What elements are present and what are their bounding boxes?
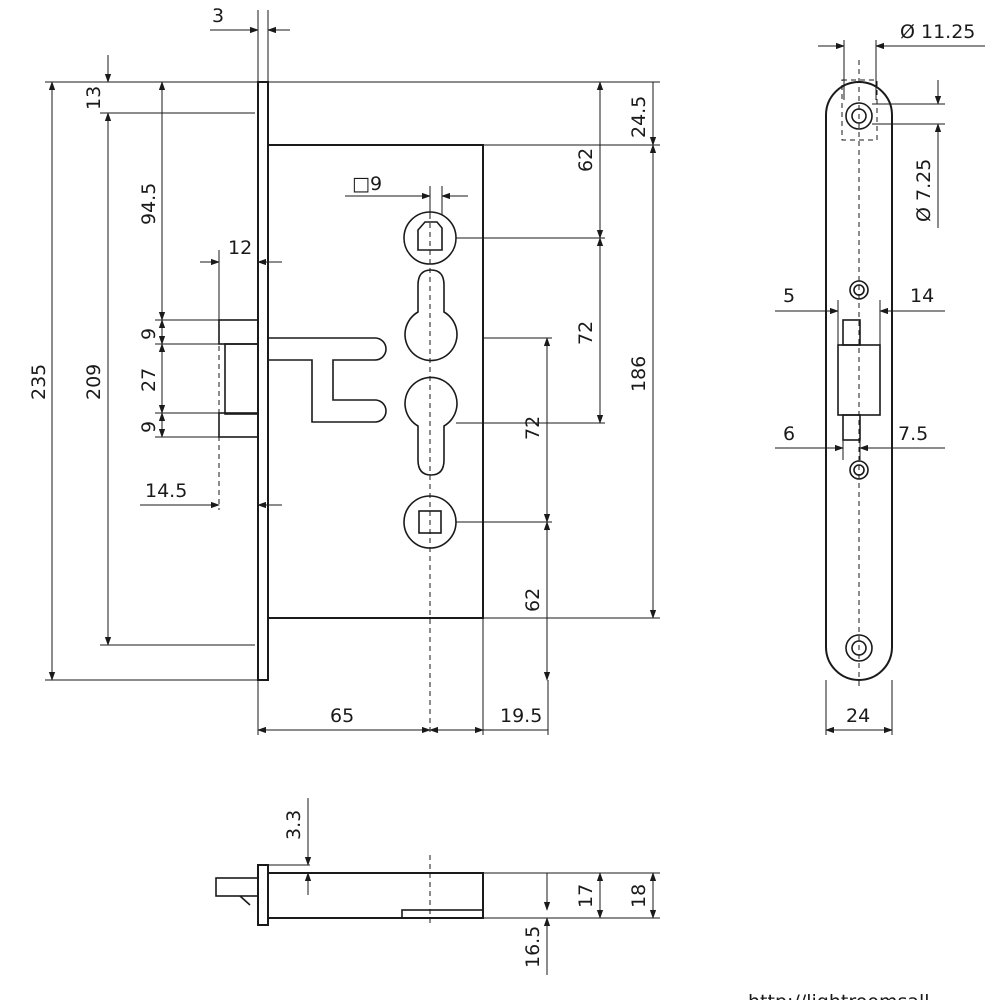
dim-spindle-square: □9: [352, 173, 382, 195]
bottom-faceplate: [257, 864, 269, 926]
screw-hole-top-inner: [851, 108, 867, 124]
dim-case-top-to-follower: 62: [575, 148, 597, 172]
screw-hole-lower-small: [849, 460, 869, 480]
dim-deadbolt-height: 9: [138, 421, 160, 433]
dim-strike-right-offset: 14: [910, 285, 934, 307]
dim-strike-left-offset: 5: [783, 285, 795, 307]
screw-hole-upper-small: [849, 280, 869, 300]
dim-countersink-diameter: Ø 7.25: [913, 159, 935, 222]
dim-screw-hole-diameter: Ø 11.25: [900, 21, 975, 43]
dim-case-offset-right: 19.5: [500, 705, 542, 727]
bottom-bolt: [215, 877, 259, 897]
latch-opening-upper: [842, 319, 861, 346]
screw-hole-bottom: [845, 634, 873, 662]
screw-hole-bottom-inner: [851, 640, 867, 656]
dim-top-offset: 13: [83, 86, 105, 110]
dim-strike-plate-width: 24: [846, 705, 870, 727]
dim-faceplate-thickness: 3: [212, 5, 224, 27]
dim-top-to-case: 24.5: [628, 96, 650, 138]
spindle-square-upper: [417, 221, 443, 251]
latch-opening-lower: [842, 414, 861, 441]
dim-deadbolt-projection: 14.5: [145, 480, 187, 502]
strike-dimension-lines: [775, 42, 985, 734]
bottom-dimension-lines: [304, 798, 657, 975]
lock-case: [267, 144, 484, 619]
bottom-plate-step: [401, 909, 484, 919]
dim-lower-right-offset: 7.5: [898, 423, 928, 445]
strike-extension-lines: [825, 40, 945, 735]
cylinder-cutout-lower: [404, 376, 458, 476]
latch-bolt: [218, 319, 259, 345]
dim-latch-height: 9: [138, 328, 160, 340]
footer-url: http://lightroomsall...: [748, 991, 948, 1000]
dim-bolt-gap: 27: [138, 368, 160, 392]
dim-face-offset-bottom: 3.3: [283, 810, 305, 840]
screw-hole-upper-small-inner: [853, 284, 865, 296]
dim-lower-follower-to-case-bottom: 62: [522, 588, 544, 612]
dim-overall-height: 235: [28, 364, 50, 400]
dim-bottom-depth: 16.5: [522, 926, 544, 968]
bottom-bolt-edge: [239, 895, 251, 906]
dim-latch-projection: 12: [228, 237, 252, 259]
dim-case-depth: 17: [575, 884, 597, 908]
dim-follower-to-cylinder: 72: [575, 321, 597, 345]
bolt-body: [224, 343, 259, 415]
dim-case-height: 186: [628, 356, 650, 392]
faceplate: [257, 81, 269, 681]
bottom-case: [267, 872, 484, 919]
bottom-extension-lines: [268, 864, 660, 919]
extension-lines: [45, 10, 660, 735]
dim-overall-depth: 18: [628, 884, 650, 908]
upper-follower: [403, 211, 457, 265]
cylinder-cutout-upper: [404, 269, 458, 362]
bottom-view: 3.3 17 18 16.5: [215, 798, 660, 975]
dim-lower-left-offset: 6: [783, 423, 795, 445]
dim-cylinder-to-lower-follower: 72: [522, 416, 544, 440]
strike-plate-view: Ø 11.25 Ø 7.25 5 14 6 7.5 24: [775, 21, 985, 735]
screw-clearance: [841, 79, 878, 141]
dim-backset: 65: [330, 705, 354, 727]
front-view: 3 13 94.5 235 209 12 9 27 9 14.5 □9 24.5…: [28, 5, 660, 735]
screw-hole-top: [845, 102, 873, 130]
screw-hole-lower-small-inner: [853, 464, 865, 476]
deadbolt: [218, 412, 259, 438]
dimension-lines: [48, 26, 657, 735]
internal-lever: [268, 337, 387, 423]
dim-faceplate-inner-span: 209: [83, 364, 105, 400]
dim-follower-to-top: 94.5: [138, 183, 160, 225]
